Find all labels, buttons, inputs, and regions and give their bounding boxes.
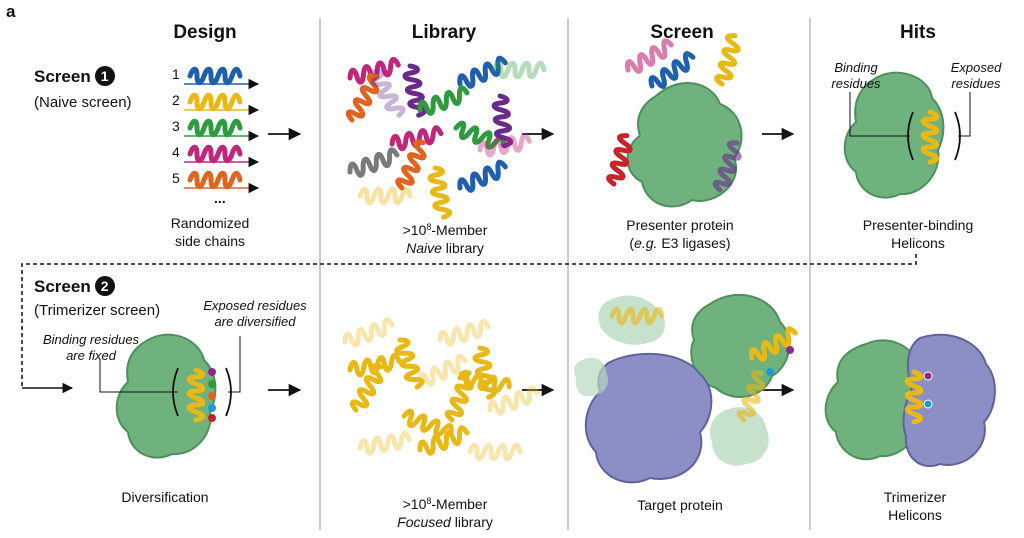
binding-leader-line	[849, 92, 910, 137]
protein-blob-icon	[115, 333, 217, 459]
design-number: 4	[172, 144, 180, 160]
screen1-title: Screen	[34, 67, 91, 86]
binding-note: Binding residues are fixed	[42, 332, 140, 363]
hits-caption: Presenter-binding Helicons	[862, 217, 974, 251]
trimerizer-caption: Trimerizer Helicons	[883, 489, 947, 523]
focused-library-caption: >108-Member Focused library	[397, 496, 493, 530]
design-helix-list	[184, 69, 260, 194]
column-header-screen: Screen	[650, 22, 714, 43]
binding-leader-line	[99, 360, 178, 393]
design-number: 5	[172, 170, 180, 186]
exposed-note: Exposed residues are diversified	[203, 298, 307, 329]
column-header-hits: Hits	[900, 22, 936, 43]
presenter-protein-caption: Presenter protein (e.g. E3 ligases)	[626, 217, 734, 251]
target-protein-caption: Target protein	[637, 497, 723, 513]
diversification-caption: Diversification	[121, 489, 209, 505]
design-ellipsis: ...	[214, 190, 226, 206]
design-number: 2	[172, 92, 180, 108]
screen2-title: Screen	[34, 277, 91, 296]
design-number: 1	[172, 66, 180, 82]
screen1-subtitle: (Naive screen)	[34, 94, 132, 111]
protein-blob-icon	[709, 407, 769, 466]
naive-library-helices	[346, 57, 544, 219]
column-header-library: Library	[411, 22, 477, 43]
hits-binding-label: Binding residues	[831, 60, 881, 91]
naive-library-caption: >108-Member Naive library	[402, 222, 488, 256]
protein-blob-icon	[902, 333, 996, 467]
protein-blob-icon	[843, 71, 945, 199]
hits-exposed-label: Exposed residues	[950, 60, 1002, 91]
screen2-badge: 2	[94, 276, 115, 296]
panel-letter: a	[6, 2, 16, 21]
screen1-badge: 1	[94, 66, 115, 86]
exposed-leader-line	[228, 336, 241, 393]
column-header-design: Design	[173, 22, 237, 43]
exposed-leader-line	[958, 92, 971, 137]
focused-library-helices	[343, 319, 540, 459]
design-caption: Randomized side chains	[170, 215, 250, 249]
design-number: 3	[172, 118, 180, 134]
dashed-connector	[21, 254, 917, 388]
screen2-subtitle: (Trimerizer screen)	[34, 302, 161, 319]
protein-blob-icon	[626, 81, 743, 208]
